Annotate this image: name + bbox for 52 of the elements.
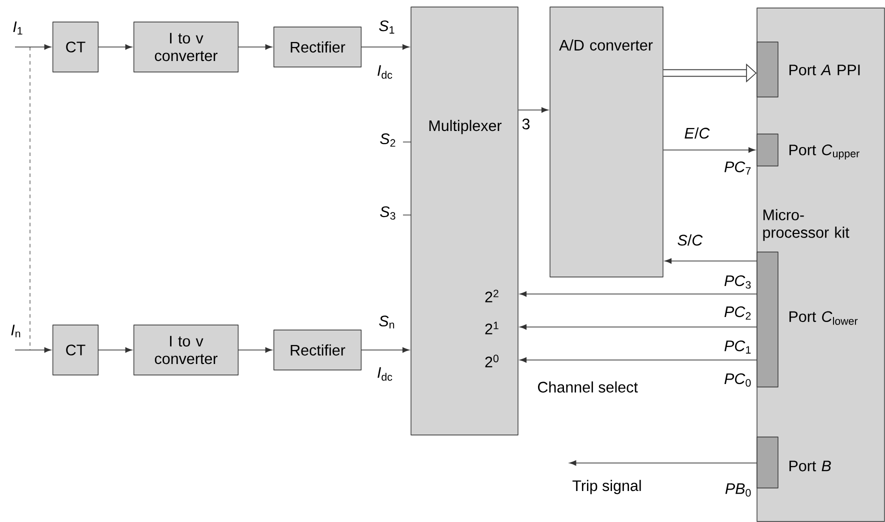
edge-label: S/C [678, 234, 703, 246]
arrow [98, 347, 132, 353]
signal-label: Channel select [538, 381, 638, 393]
process-box: CT [52, 324, 99, 376]
port-box: Port C$_{lower}$ [756, 252, 858, 388]
arrow [238, 44, 272, 50]
node-label: Port C$_{lower}$ [789, 311, 858, 325]
edge-label: E/C [684, 127, 710, 139]
signal-label: S$_{1}$ [379, 20, 394, 34]
arrow [569, 460, 758, 466]
signal-label: PC$_{0}$ [724, 373, 751, 387]
node-label: Port B [789, 460, 831, 472]
signal-label: 2$^{0}$ [485, 354, 498, 368]
process-box: I to v converter [133, 324, 239, 376]
signal-label: I$_{dc}$ [378, 367, 392, 381]
arrow [518, 107, 548, 113]
arrow [98, 44, 132, 50]
signal-label: I$_{1}$ [13, 22, 22, 34]
signal-label: I$_{n}$ [11, 324, 20, 338]
signal-label: 2$^{2}$ [485, 290, 498, 302]
arrow [520, 357, 758, 363]
signal-label: PC$_{1}$ [724, 340, 751, 354]
port-box: Port A PPI [756, 42, 860, 98]
signal-label: 2$^{1}$ [485, 322, 498, 334]
node-label: Port A PPI [789, 64, 860, 76]
port-box: Port C$_{upper}$ [756, 134, 860, 166]
arrow [238, 347, 272, 353]
signal-label: I$_{dc}$ [378, 65, 392, 79]
arrow [664, 258, 758, 264]
arrow [14, 347, 52, 353]
arrow [662, 147, 756, 153]
signal-label: PC$_{2}$ [724, 306, 751, 320]
signal-label: PB$_{0}$ [725, 483, 751, 497]
edge-label: Trip signal [572, 480, 641, 494]
signal-label: S$_{3}$ [380, 206, 396, 220]
signal-label: PC$_{7}$ [724, 161, 751, 175]
node-label: Port C$_{upper}$ [789, 144, 860, 160]
arrow [361, 347, 410, 353]
signal-label: S$_{2}$ [380, 133, 396, 147]
arrow [361, 44, 410, 50]
converter-box: A/D converter [550, 6, 664, 278]
signal-label: 3 [522, 118, 530, 130]
arrow [14, 44, 52, 50]
process-box: Rectifier [273, 330, 362, 370]
arrow [520, 291, 758, 297]
signal-label: PC$_{3}$ [724, 275, 751, 289]
arrow [520, 324, 758, 330]
port-box: Port B [756, 436, 831, 488]
signal-label: S$_{n}$ [379, 316, 394, 328]
process-box: Rectifier [273, 26, 362, 68]
process-box: I to v converter [133, 22, 239, 72]
process-box: CT [52, 22, 99, 72]
